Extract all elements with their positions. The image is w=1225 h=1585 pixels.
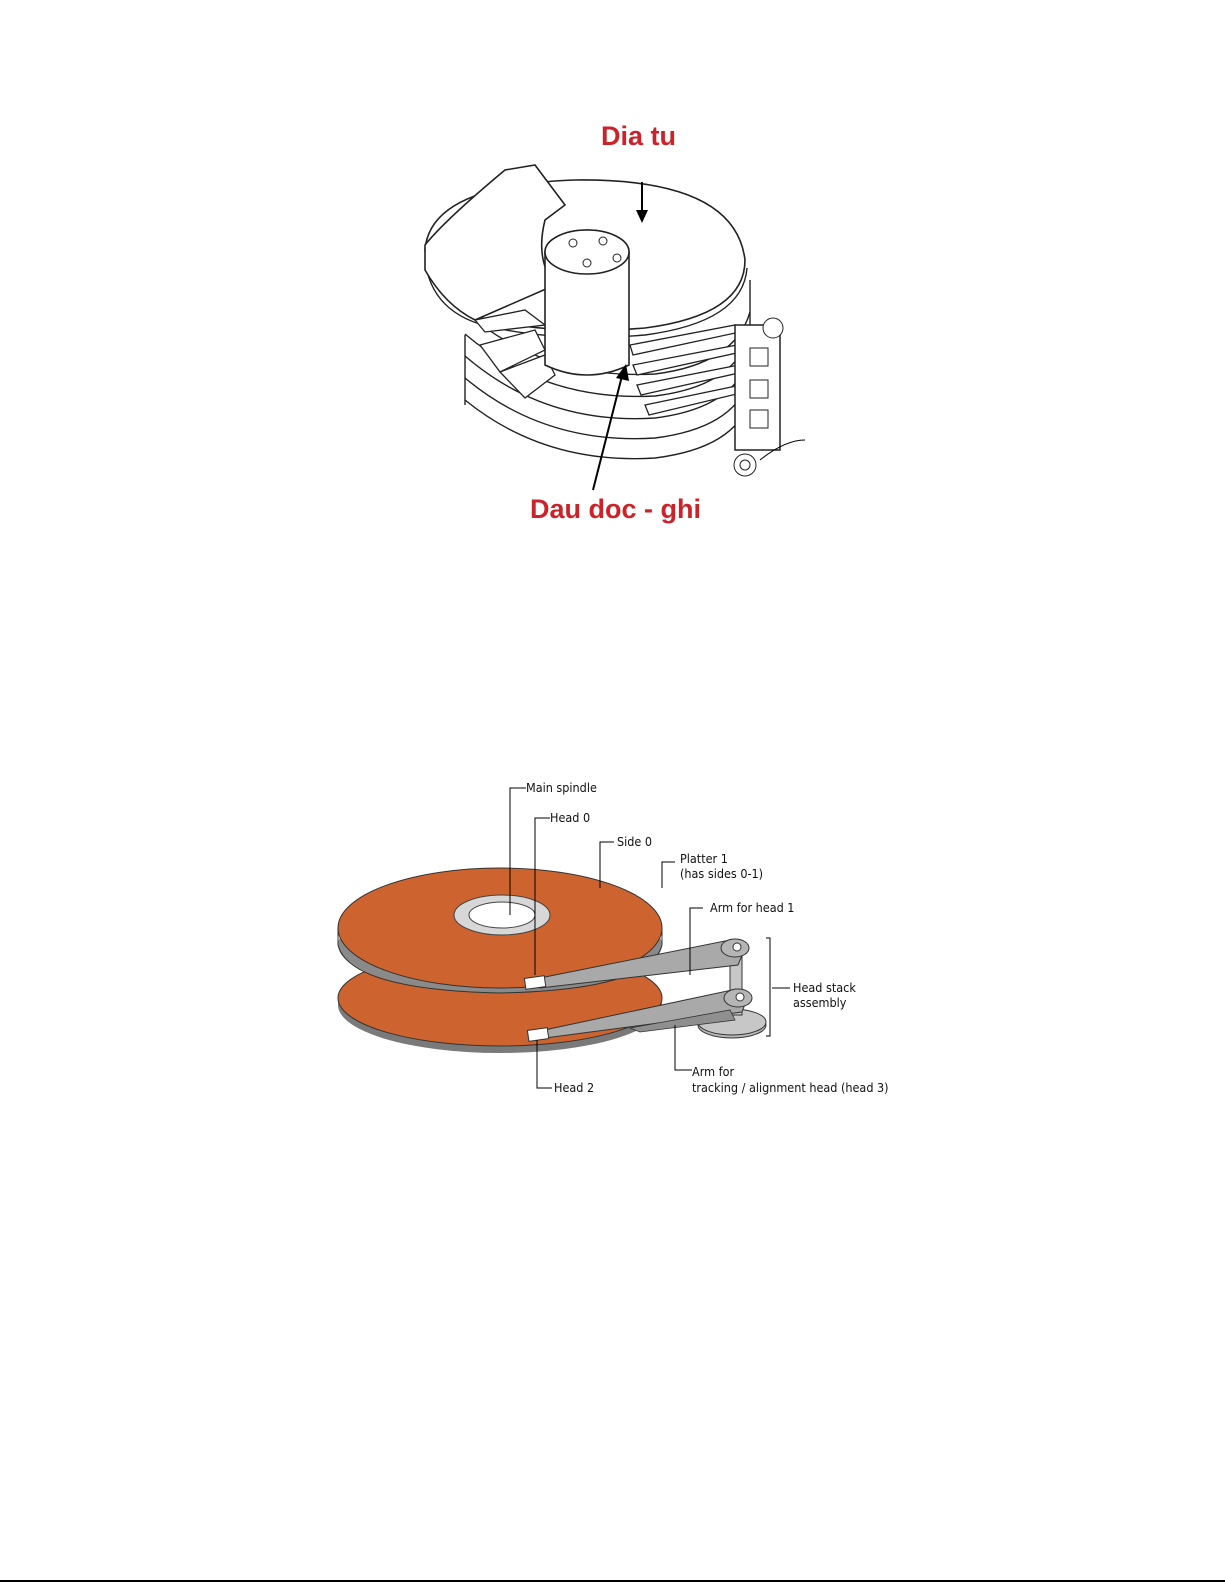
head-2-slider [527,1028,548,1042]
callout-arm-tracking: Arm for [692,1064,734,1079]
page-bottom-rule [0,1580,1225,1582]
hard-disk-drawing: Dia tu Dau doc - ghi [405,110,815,530]
callout-platter-1: Platter 1 [680,851,728,866]
platter-head-diagram: Main spindle Head 0 Side 0 Platter 1 (ha… [330,770,890,1105]
callout-head-0: Head 0 [550,810,590,825]
callout-arm-tracking-detail: tracking / alignment head (head 3) [692,1080,889,1095]
head-0-slider [524,976,545,990]
label-read-write-head: Dau doc - ghi [530,494,701,524]
platter-head-drawing: Main spindle Head 0 Side 0 Platter 1 (ha… [330,770,890,1105]
callout-head-stack-assembly: assembly [793,995,847,1010]
label-platter: Dia tu [601,121,676,151]
callout-arm-head-1: Arm for head 1 [710,900,794,915]
callout-main-spindle: Main spindle [526,780,597,795]
callout-platter-1-sides: (has sides 0-1) [680,866,763,881]
callout-head-stack: Head stack [793,980,856,995]
callout-head-2: Head 2 [554,1080,594,1095]
callout-side-0: Side 0 [617,834,652,849]
hard-disk-line-illustration: Dia tu Dau doc - ghi [405,110,815,530]
